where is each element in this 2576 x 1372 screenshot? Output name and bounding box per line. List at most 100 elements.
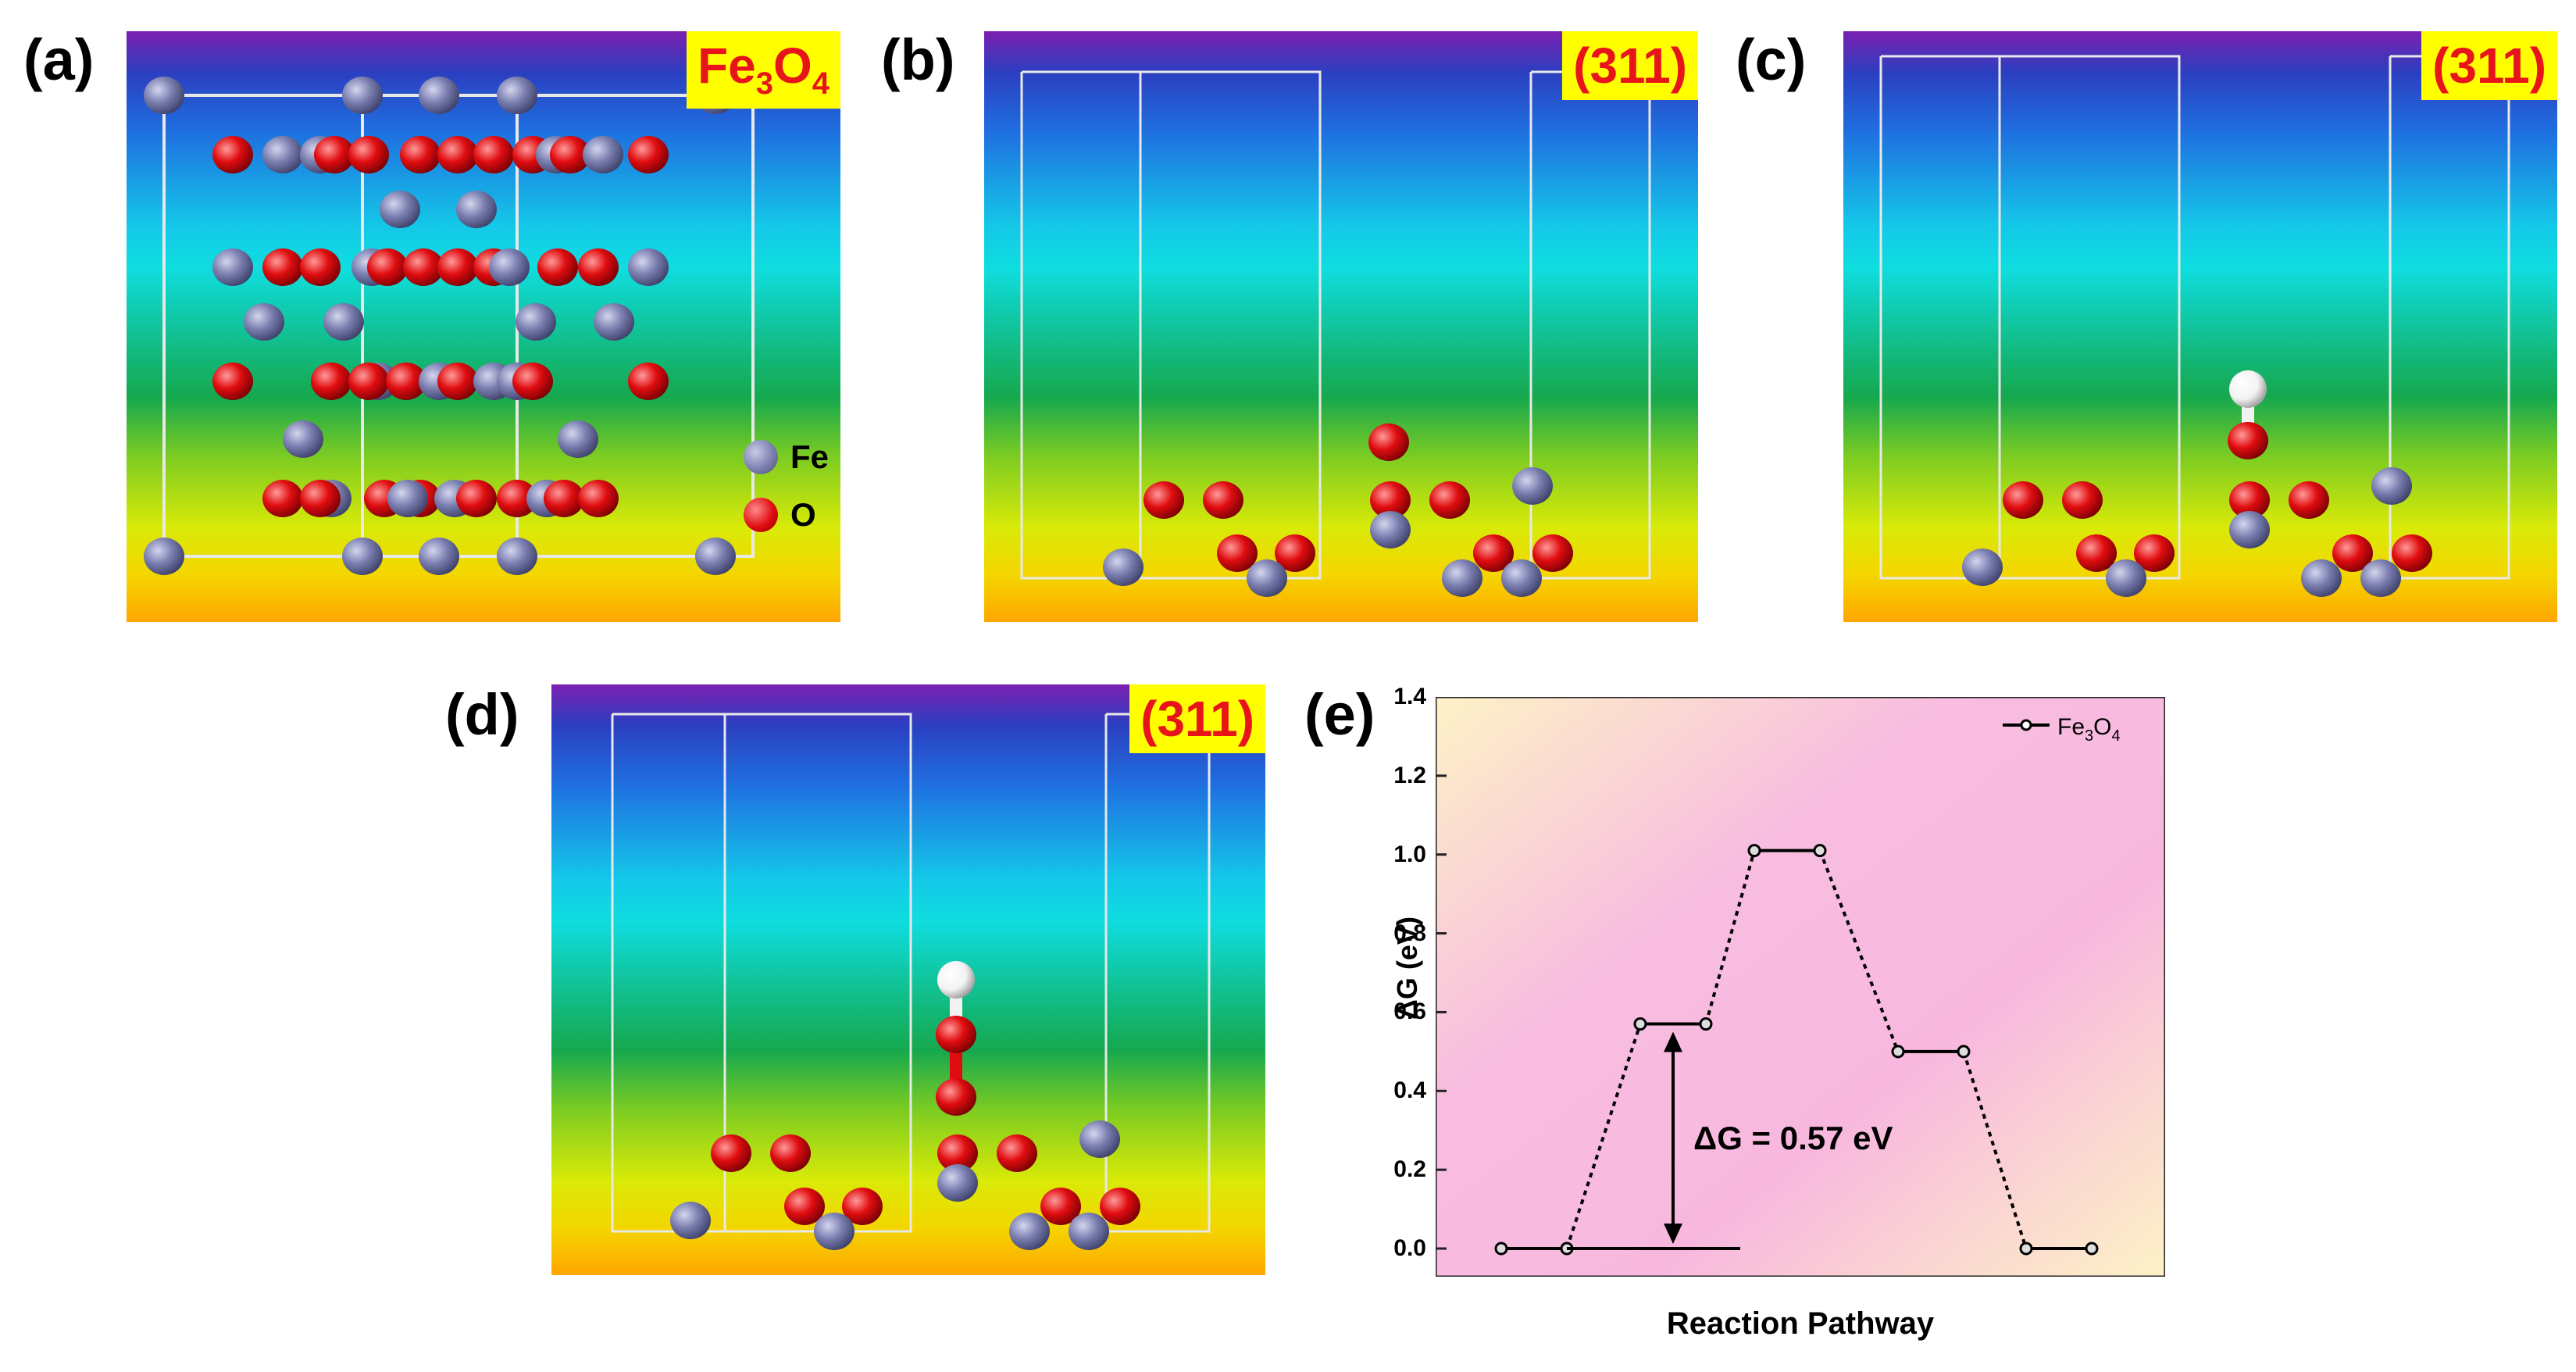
panel-label-a: (a): [23, 27, 95, 92]
structure-panel-b: (311): [984, 31, 1698, 622]
fe-atom: [387, 480, 428, 517]
o-atom: [1040, 1188, 1081, 1225]
o-atom: [2289, 481, 2329, 519]
structure-panel-c: (311): [1843, 31, 2557, 622]
o-atom: [2062, 481, 2103, 519]
fe-atom: [1069, 1213, 1109, 1250]
level-point: [1957, 1045, 1971, 1059]
o-atom: [578, 480, 619, 517]
fe-atom: [244, 303, 284, 341]
o-atom: [936, 1016, 976, 1053]
fe-atom: [144, 77, 184, 114]
level-point: [1699, 1017, 1713, 1031]
transition-line: [1818, 849, 1900, 1052]
fe-atom: [380, 191, 420, 228]
o-atom: [537, 248, 578, 286]
o-atom: [2392, 534, 2432, 572]
fe-atom: [558, 420, 598, 458]
o-atom: [512, 363, 553, 400]
o-atom: [348, 363, 389, 400]
o-atom: [437, 136, 478, 173]
level-point: [2019, 1242, 2033, 1256]
o-atom: [1100, 1188, 1140, 1225]
fe-atom: [323, 303, 364, 341]
o-atom: [497, 480, 537, 517]
barrier-annotation: ΔG = 0.57 eV: [1693, 1120, 1893, 1156]
o-atom: [628, 136, 669, 173]
legend-a: Fe O: [744, 428, 829, 544]
o-atom: [300, 480, 341, 517]
formula-tag-a: Fe3O4: [687, 31, 840, 109]
slab-structure-b: [1020, 70, 1651, 597]
fe-atom: [342, 77, 383, 114]
panel-label-b: (b): [881, 27, 955, 92]
fe-atom: [419, 538, 459, 575]
arrow-head: [1664, 1031, 1682, 1052]
fe-atom: [516, 303, 556, 341]
y-tick-label: 0.0: [1393, 1235, 1426, 1261]
fe-atom: [628, 248, 669, 286]
fe-atom: [489, 248, 530, 286]
o-atom: [544, 480, 584, 517]
y-tick-label: 0.2: [1393, 1156, 1426, 1183]
o-atom: [437, 248, 478, 286]
fe-atom: [2106, 559, 2146, 597]
transition-line: [1565, 1023, 1642, 1249]
o-atom: [212, 363, 253, 400]
fe-atom: [937, 1164, 978, 1202]
fe-atom-icon: [744, 440, 778, 474]
fe-atom: [456, 191, 497, 228]
plot-area: [1434, 695, 2167, 1278]
o-atom: [473, 136, 514, 173]
slab-structure-d: [611, 713, 1211, 1250]
fe-atom: [144, 538, 184, 575]
fe-atom: [1370, 511, 1411, 548]
o-atom: [550, 136, 590, 173]
o-atom: [456, 480, 497, 517]
o-atom: [311, 363, 351, 400]
fe-atom: [2301, 559, 2342, 597]
fe-atom: [1103, 548, 1144, 586]
level-point: [1633, 1017, 1647, 1031]
facet-tag-b: (311): [1562, 31, 1698, 100]
fe-atom: [594, 303, 634, 341]
fe-atom: [497, 77, 537, 114]
panel-label-e: (e): [1304, 682, 1375, 747]
o-atom: [842, 1188, 883, 1225]
arrow-head: [1664, 1224, 1682, 1244]
fe-atom: [283, 420, 323, 458]
o-atom: [2003, 481, 2043, 519]
bulk-structure: [144, 77, 755, 575]
fe-atom: [1962, 548, 2003, 586]
o-atom: [1473, 534, 1514, 572]
o-atom: [300, 248, 341, 286]
o-atom: [1370, 481, 1411, 519]
chart-legend: Fe3O4: [2003, 714, 2121, 745]
transition-line: [1704, 850, 1756, 1025]
fe-atom: [1442, 559, 1482, 597]
free-energy-chart: ΔG = 0.57 eV Fe3O4: [1434, 695, 2167, 1278]
o-atom: [1217, 534, 1258, 572]
o-atom: [1368, 423, 1409, 461]
h-atom: [937, 961, 975, 999]
facet-tag-c: (311): [2421, 31, 2557, 100]
o-atom: [2228, 422, 2268, 459]
fe-atom: [262, 136, 303, 173]
fe-atom: [2229, 511, 2270, 548]
y-tick-label: 0.6: [1393, 999, 1426, 1025]
o-atom: [2134, 534, 2175, 572]
fe-atom: [670, 1202, 711, 1239]
o-atom: [936, 1078, 976, 1116]
level-point: [1891, 1045, 1905, 1059]
fe-atom: [814, 1213, 855, 1250]
o-atom: [212, 136, 253, 173]
panel-label-c: (c): [1736, 27, 1807, 92]
fe-atom: [497, 538, 537, 575]
fe-atom: [419, 77, 459, 114]
o-atom: [1429, 481, 1470, 519]
fe-atom: [1501, 559, 1542, 597]
chart-svg: ΔG = 0.57 eV Fe3O4: [1434, 695, 2167, 1278]
legend-label: Fe3O4: [2057, 714, 2121, 745]
o-atom-icon: [744, 498, 778, 532]
panel-label-d: (d): [445, 682, 519, 747]
